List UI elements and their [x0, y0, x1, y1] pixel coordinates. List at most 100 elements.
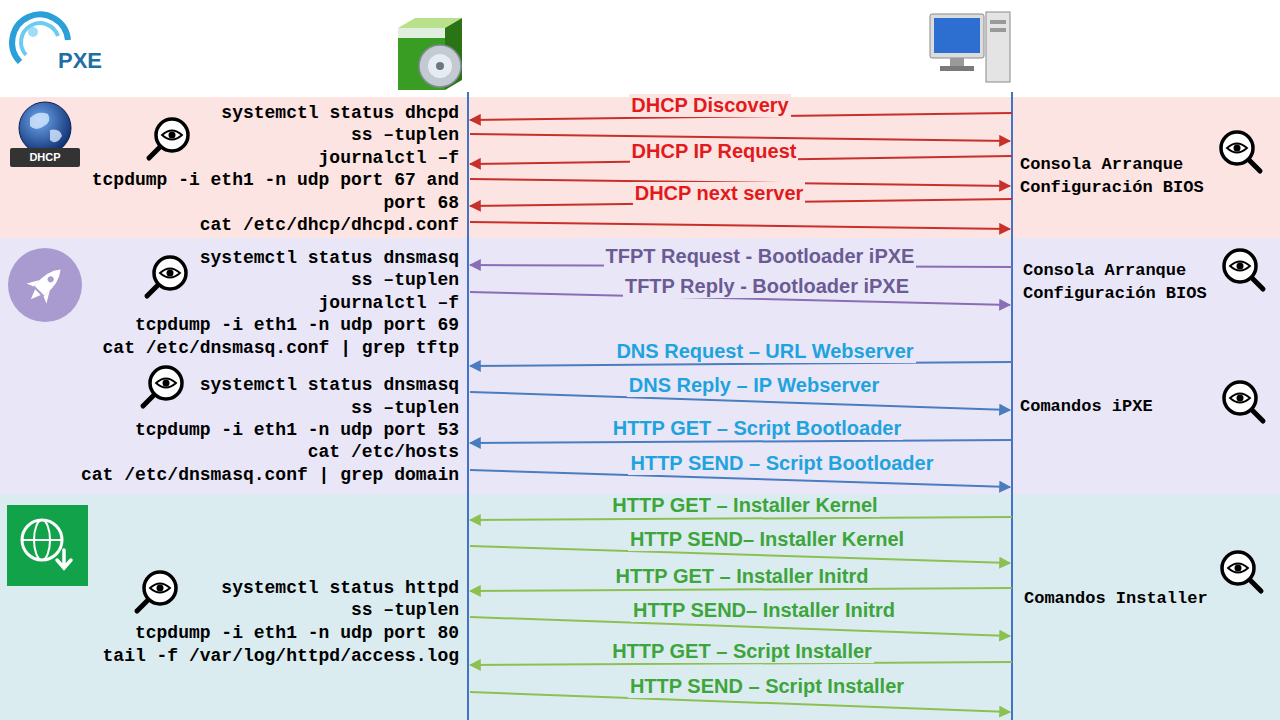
magnifier-layer — [137, 119, 1263, 611]
message-label: TFPT Request - Bootloader iPXE — [604, 245, 917, 268]
message-label: DNS Request – URL Webserver — [614, 340, 915, 363]
step-text: Consola Arranque Configuración BIOS — [1023, 259, 1223, 305]
magnifier-lens — [150, 367, 182, 399]
magnifier-lens — [1224, 382, 1256, 414]
command-text: cat /etc/hosts — [308, 441, 459, 464]
icon-caption: DHCP — [27, 151, 62, 164]
magnifier-icon — [143, 367, 182, 406]
monitor-base — [940, 66, 974, 71]
command-text: ss –tuplen — [351, 599, 459, 622]
magnifier-lens — [144, 572, 176, 604]
magnifier-lens — [1222, 552, 1254, 584]
magnifier-icon — [137, 572, 176, 611]
magnifier-pupil — [1237, 263, 1244, 270]
magnifier-handle — [1251, 409, 1263, 421]
magnifier-handle — [143, 394, 155, 406]
command-text: cat /etc/dhcp/dhcpd.conf — [200, 214, 459, 237]
message-label: HTTP SEND – Script Bootloader — [628, 452, 935, 475]
message-arrow — [470, 588, 1012, 591]
magnifier-lens — [154, 257, 186, 289]
pc-tower — [986, 12, 1010, 82]
magnifier-pupil — [169, 132, 176, 139]
command-text: tcpdump -i eth1 -n udp port 53 — [135, 419, 459, 442]
box-label — [398, 28, 445, 38]
magnifier-pupil — [163, 380, 170, 387]
message-label: DHCP IP Request — [630, 140, 799, 163]
cd-ring — [428, 54, 452, 78]
message-label: HTTP GET – Installer Kernel — [610, 494, 879, 517]
message-label: HTTP SEND– Installer Initrd — [631, 599, 897, 622]
message-label: DHCP Discovery — [629, 94, 790, 117]
cd-disc — [419, 45, 461, 87]
command-text: ss –tuplen — [351, 269, 459, 292]
rocket-fin — [27, 275, 40, 288]
magnifier-eye — [1227, 144, 1247, 153]
magnifier-icon — [1221, 132, 1260, 171]
rocket-body — [34, 264, 66, 296]
message-label: HTTP SEND – Script Installer — [628, 675, 906, 698]
pc-drive — [990, 20, 1006, 24]
logo-text: PXE — [56, 48, 104, 73]
command-text: systemctl status httpd — [221, 577, 459, 600]
globe-land — [30, 113, 49, 129]
message-label: HTTP GET – Script Installer — [610, 640, 874, 663]
magnifier-icon — [1224, 250, 1263, 289]
rocket-fin — [41, 290, 54, 303]
magnifier-eye — [160, 269, 180, 278]
monitor-screen — [934, 18, 980, 53]
magnifier-lens — [1224, 250, 1256, 282]
message-label: HTTP GET – Script Bootloader — [611, 417, 904, 440]
command-text: ss –tuplen — [351, 397, 459, 420]
cd-hole — [436, 62, 444, 70]
message-arrow — [470, 362, 1012, 366]
message-arrow — [470, 517, 1012, 520]
download-arrow — [57, 550, 71, 568]
monitor-frame — [930, 14, 984, 58]
magnifier-eye — [1230, 262, 1250, 271]
message-arrow — [470, 222, 1010, 229]
magnifier-eye — [1228, 564, 1248, 573]
computer-icon — [930, 12, 1010, 82]
globe-land — [50, 130, 62, 143]
command-text: journalctl –f — [319, 292, 459, 315]
rocket-icon — [8, 248, 82, 322]
message-arrow — [470, 440, 1012, 443]
command-text: journalctl –f — [319, 147, 459, 170]
logo-dot — [28, 27, 38, 37]
magnifier-eye — [156, 379, 176, 388]
logo-swirl — [21, 23, 58, 55]
command-text: tcpdump -i eth1 -n udp port 67 and port … — [74, 169, 459, 215]
monitor-stand — [950, 58, 964, 66]
magnifier-icon — [149, 119, 188, 158]
globe-equator — [22, 539, 62, 541]
step-text: Consola Arranque Configuración BIOS — [1020, 153, 1220, 199]
rocket-disc — [8, 248, 82, 322]
message-label: HTTP SEND– Installer Kernel — [628, 528, 906, 551]
magnifier-eye — [150, 584, 170, 593]
command-text: cat /etc/dnsmasq.conf | grep tftp — [103, 337, 459, 360]
server-icon — [398, 18, 462, 90]
command-text: cat /etc/dnsmasq.conf | grep domain — [81, 464, 459, 487]
command-text: tcpdump -i eth1 -n udp port 69 — [135, 314, 459, 337]
magnifier-pupil — [157, 585, 164, 592]
magnifier-icon — [147, 257, 186, 296]
magnifier-lens — [156, 119, 188, 151]
rocket-flame — [28, 289, 41, 302]
message-label: TFTP Reply - Bootloader iPXE — [623, 275, 911, 298]
magnifier-handle — [1249, 579, 1261, 591]
command-text: tcpdump -i eth1 -n udp port 80 — [135, 622, 459, 645]
command-text: systemctl status dnsmasq — [200, 374, 459, 397]
magnifier-lens — [1221, 132, 1253, 164]
command-text: systemctl status dhcpd — [221, 102, 459, 125]
magnifier-pupil — [1235, 565, 1242, 572]
magnifier-pupil — [167, 270, 174, 277]
magnifier-handle — [147, 284, 159, 296]
command-text: tail -f /var/log/httpd/access.log — [103, 645, 459, 668]
magnifier-icon — [1222, 552, 1261, 591]
magnifier-eye — [1230, 394, 1250, 403]
magnifier-handle — [149, 146, 161, 158]
magnifier-pupil — [1237, 395, 1244, 402]
web-download-icon — [7, 505, 88, 586]
